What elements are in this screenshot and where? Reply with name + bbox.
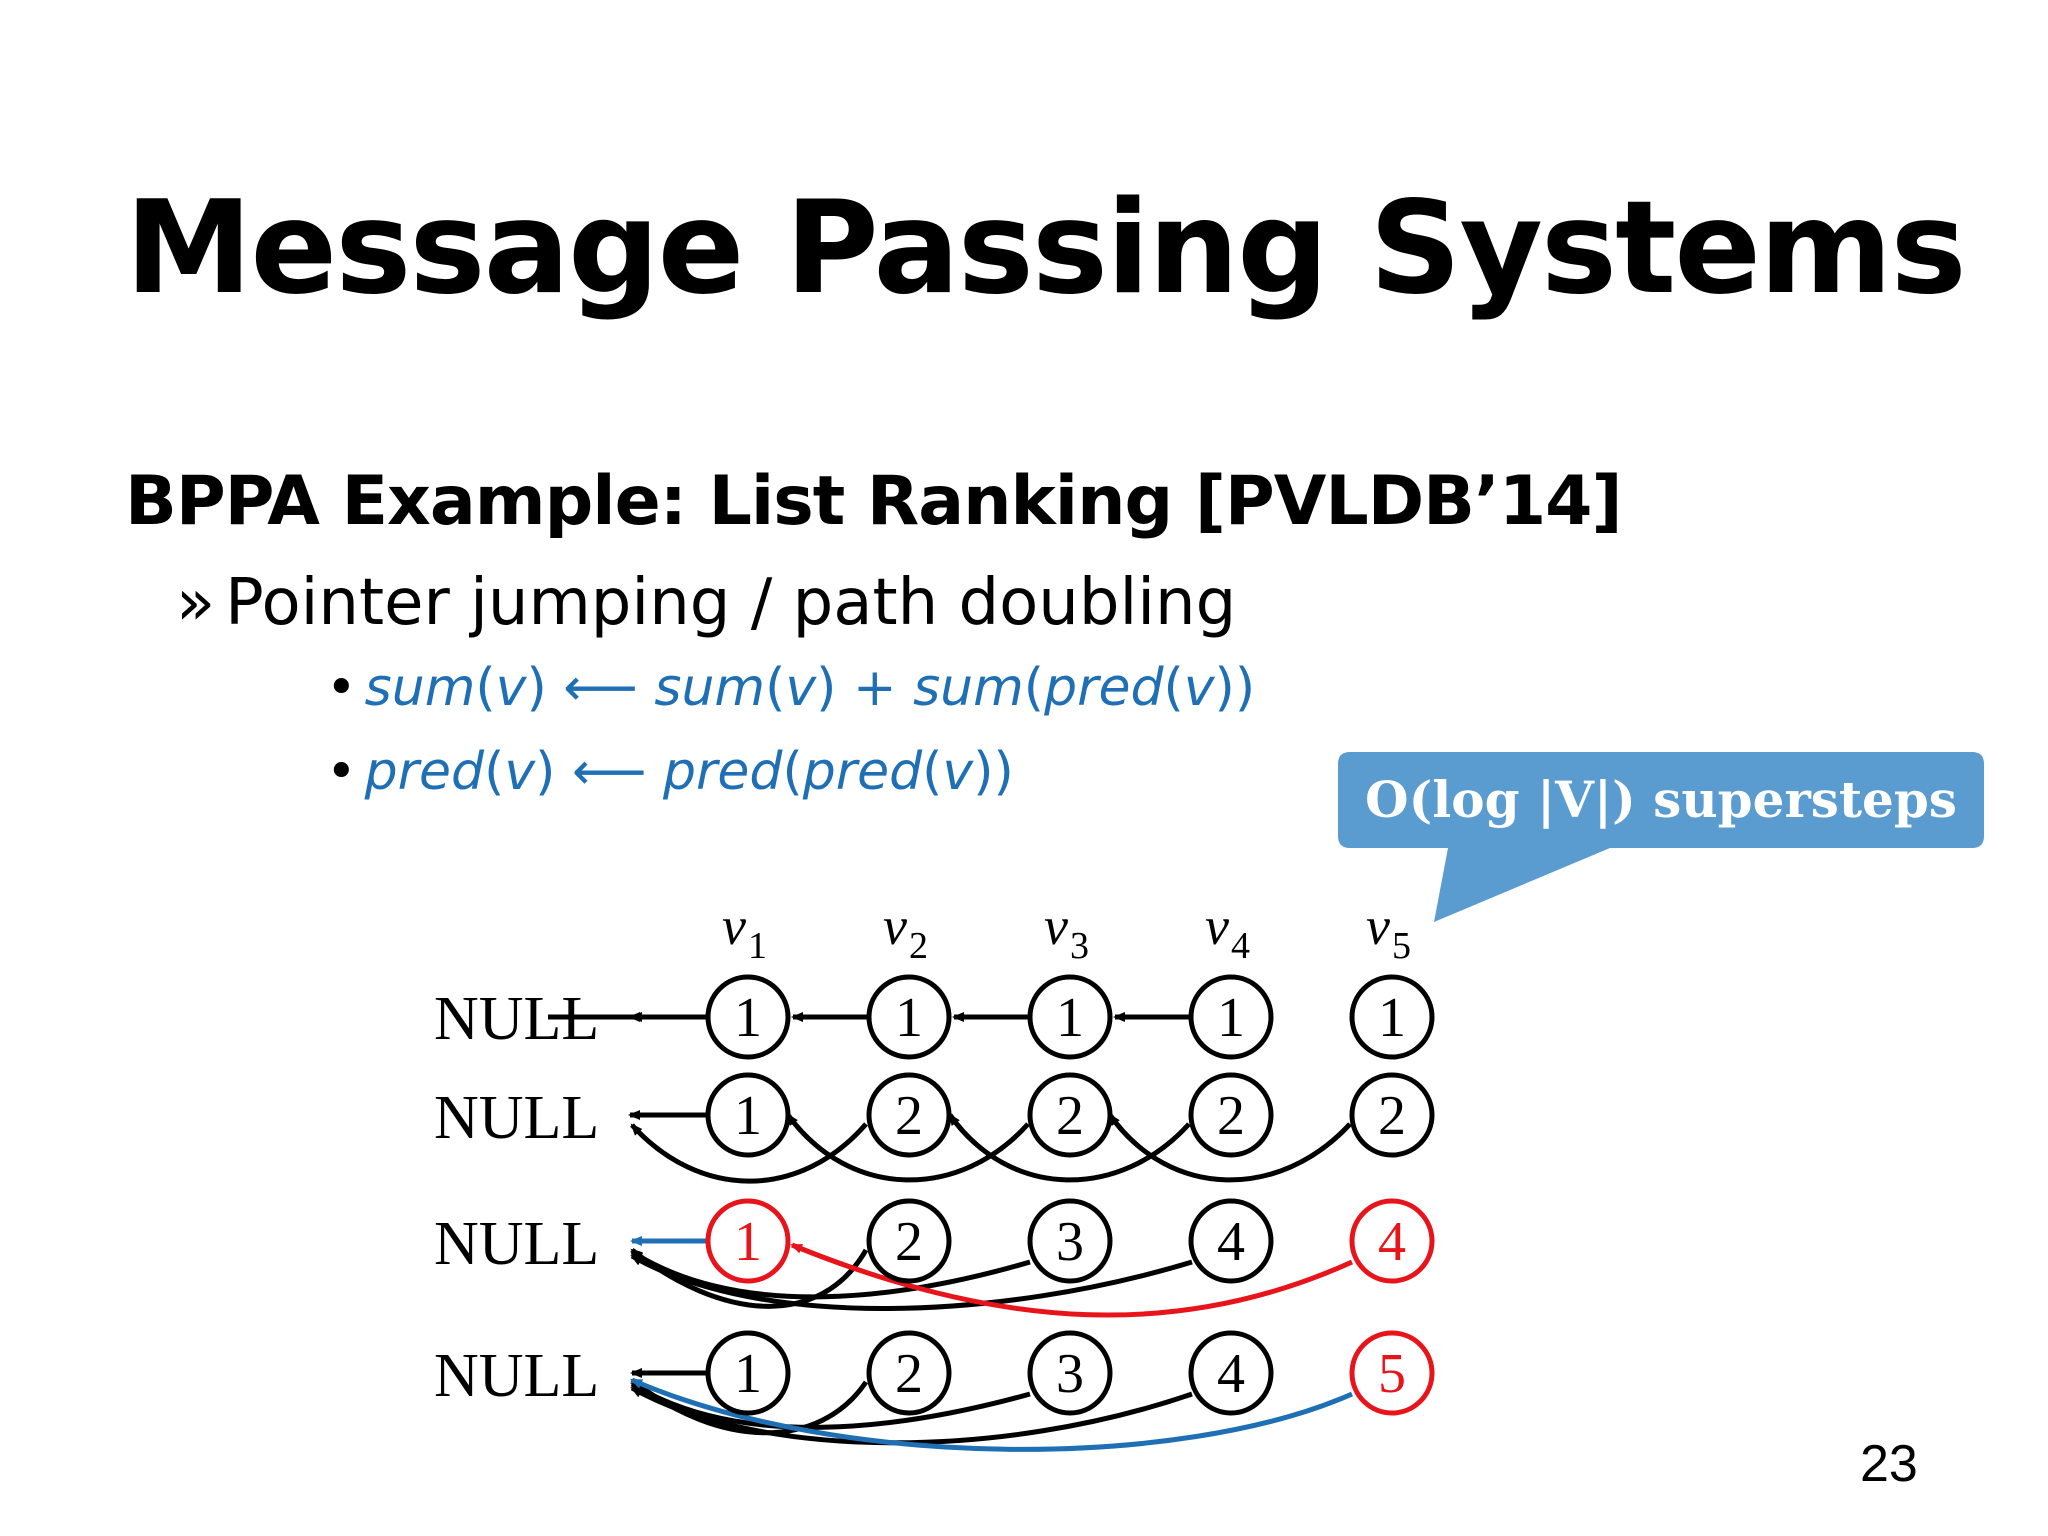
formula-part: pred <box>663 742 783 802</box>
node-circle <box>866 1198 952 1284</box>
node-value: 1 <box>734 1085 762 1147</box>
formula-part: ( <box>475 658 496 718</box>
formula-part: ( <box>1023 658 1045 718</box>
sub-bullet-dot: • <box>326 658 357 718</box>
callout-text: O(log |V|) supersteps <box>1365 770 1957 830</box>
formula-part: ) ⟵ <box>526 658 655 718</box>
node-circle <box>866 1072 952 1158</box>
formula-part: ( <box>765 658 786 718</box>
node-circle <box>1349 974 1435 1060</box>
null-label-row3: NULL <box>434 1210 599 1278</box>
vertex-label-v2: v2 <box>883 896 928 967</box>
node-value: 2 <box>1378 1085 1406 1147</box>
formula-part: ( <box>922 742 943 802</box>
formula-part: v <box>504 742 536 802</box>
node-circle <box>1027 1198 1113 1284</box>
formula-part: ) ⟵ <box>535 742 664 802</box>
node-value: 1 <box>1217 987 1245 1049</box>
row4-pointers <box>630 1368 1354 1452</box>
node-circle <box>866 1330 952 1416</box>
formula-part: pred <box>364 742 485 802</box>
node-circle <box>1188 1072 1274 1158</box>
vertex-label-v1: v1 <box>722 896 767 967</box>
formula-part: sum <box>654 658 766 718</box>
vertex-label-v5: v5 <box>1366 896 1411 967</box>
node-value: 3 <box>1056 1211 1084 1273</box>
node-circle <box>1027 1072 1113 1158</box>
node-value: 1 <box>1056 987 1084 1049</box>
node-value: 1 <box>734 1343 762 1405</box>
bullet-marker: » <box>176 566 216 640</box>
node-circle <box>705 974 791 1060</box>
row3-nodes: 1 2 3 4 4 <box>705 1198 1435 1284</box>
slide-subtitle: BPPA Example: List Ranking [PVLDB’14] <box>125 462 1623 541</box>
node-value: 4 <box>1217 1211 1245 1273</box>
formula-part: )) <box>973 742 1014 802</box>
formula-part: v <box>785 658 817 718</box>
node-value: 4 <box>1217 1343 1245 1405</box>
node-value-highlighted: 1 <box>734 1211 762 1273</box>
callout-bubble <box>1338 752 1984 922</box>
formula-part: sum <box>364 658 476 718</box>
row3-pointers <box>630 1236 1354 1318</box>
bullet-level1: »Pointer jumping / path doubling <box>176 566 1236 640</box>
node-value-highlighted: 5 <box>1378 1343 1406 1405</box>
node-value: 2 <box>895 1211 923 1273</box>
node-circle <box>866 974 952 1060</box>
formula-part: v <box>942 742 974 802</box>
node-circle <box>1027 1330 1113 1416</box>
formula-part: v <box>495 658 527 718</box>
page-number: 23 <box>1860 1435 1918 1493</box>
formula-part: )) <box>1214 658 1256 718</box>
node-circle-highlighted <box>1349 1198 1435 1284</box>
node-circle <box>1027 974 1113 1060</box>
node-value: 2 <box>1217 1085 1245 1147</box>
node-circle <box>1188 1330 1274 1416</box>
formula-part: ( <box>484 742 505 802</box>
node-circle <box>1349 1072 1435 1158</box>
vertex-label-v4: v4 <box>1205 896 1250 967</box>
node-value: 2 <box>895 1085 923 1147</box>
node-circle-highlighted <box>705 1198 791 1284</box>
formula-part: ( <box>782 742 803 802</box>
sub-bullet-dot: • <box>326 742 357 802</box>
slide-title: Message Passing Systems <box>125 174 1967 323</box>
node-value: 1 <box>734 987 762 1049</box>
vertex-label-v3: v3 <box>1044 896 1089 967</box>
formula-part: v <box>1183 658 1215 718</box>
node-value: 2 <box>895 1343 923 1405</box>
formula-part: sum <box>913 658 1024 718</box>
formula-part: ( <box>1163 658 1184 718</box>
row1-nodes: 1 1 1 1 1 <box>705 974 1435 1060</box>
supersteps-callout: O(log |V|) supersteps <box>1338 752 1984 922</box>
node-circle <box>1188 1198 1274 1284</box>
null-label-row4: NULL <box>434 1342 599 1410</box>
node-value: 2 <box>1056 1085 1084 1147</box>
row2-nodes: 1 2 2 2 2 <box>705 1072 1435 1158</box>
node-value: 1 <box>895 987 923 1049</box>
node-circle <box>705 1330 791 1416</box>
bullet-text: Pointer jumping / path doubling <box>225 566 1237 640</box>
node-value-highlighted: 4 <box>1378 1211 1406 1273</box>
node-circle-highlighted <box>1349 1330 1435 1416</box>
node-circle <box>1188 974 1274 1060</box>
node-circle <box>705 1072 791 1158</box>
node-value: 3 <box>1056 1343 1084 1405</box>
null-label-row2: NULL <box>434 1084 599 1152</box>
row2-pointers <box>628 1110 1352 1184</box>
formula-part: pred <box>802 742 923 802</box>
node-value: 1 <box>1378 987 1406 1049</box>
formula-part: ) + <box>816 658 914 718</box>
formula-part: pred <box>1044 658 1164 718</box>
row4-nodes: 1 2 3 4 5 <box>705 1330 1435 1416</box>
sub-bullet-pred: •pred(v) ⟵ pred(pred(v)) <box>326 742 1014 802</box>
sub-bullet-sum: •sum(v) ⟵ sum(v) + sum(pred(v)) <box>326 658 1255 718</box>
